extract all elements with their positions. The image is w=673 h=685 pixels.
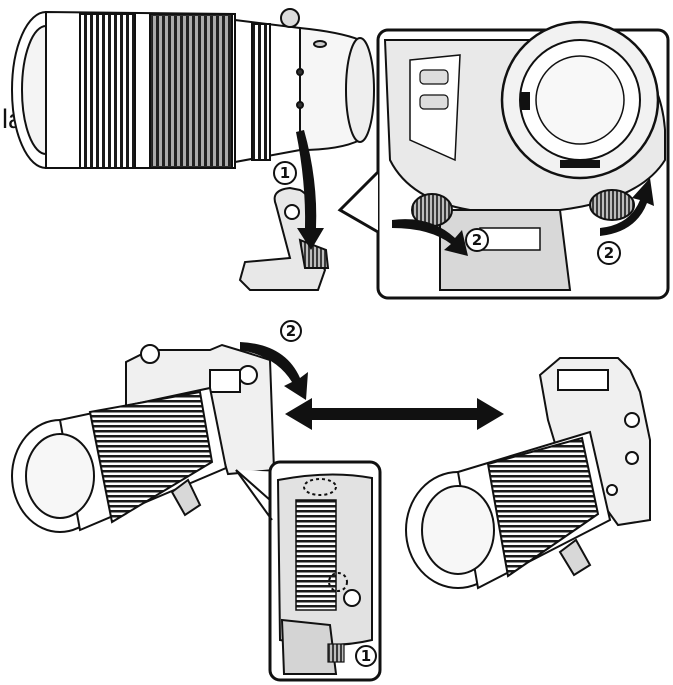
step-number-1-bottom: 1	[361, 647, 371, 665]
inset-bottom-center	[235, 460, 382, 682]
step-marker-2-bottom: 2	[280, 320, 302, 342]
camera-vertical-right	[405, 357, 651, 590]
step-number-1-top: 1	[280, 164, 290, 182]
step-marker-1-top: 1	[273, 161, 297, 185]
step-number-2-inset-right: 2	[604, 244, 614, 262]
camera-with-lens-left	[11, 343, 276, 533]
step-marker-2-inset-right: 2	[597, 241, 621, 265]
arrow-curved-icon-right	[600, 178, 654, 236]
arrow-down-icon	[296, 130, 324, 250]
step-marker-1-bottom: 1	[355, 645, 377, 667]
arrow-curved-icon-left	[392, 219, 468, 256]
lens-top-left	[11, 8, 375, 291]
step-number-2-bottom: 2	[286, 322, 296, 340]
step-marker-2-inset-left: 2	[465, 228, 489, 252]
step-number-2-inset-left: 2	[472, 231, 482, 249]
arrow-double-headed-icon	[285, 398, 504, 430]
arrow-curved-icon-top	[240, 342, 308, 400]
